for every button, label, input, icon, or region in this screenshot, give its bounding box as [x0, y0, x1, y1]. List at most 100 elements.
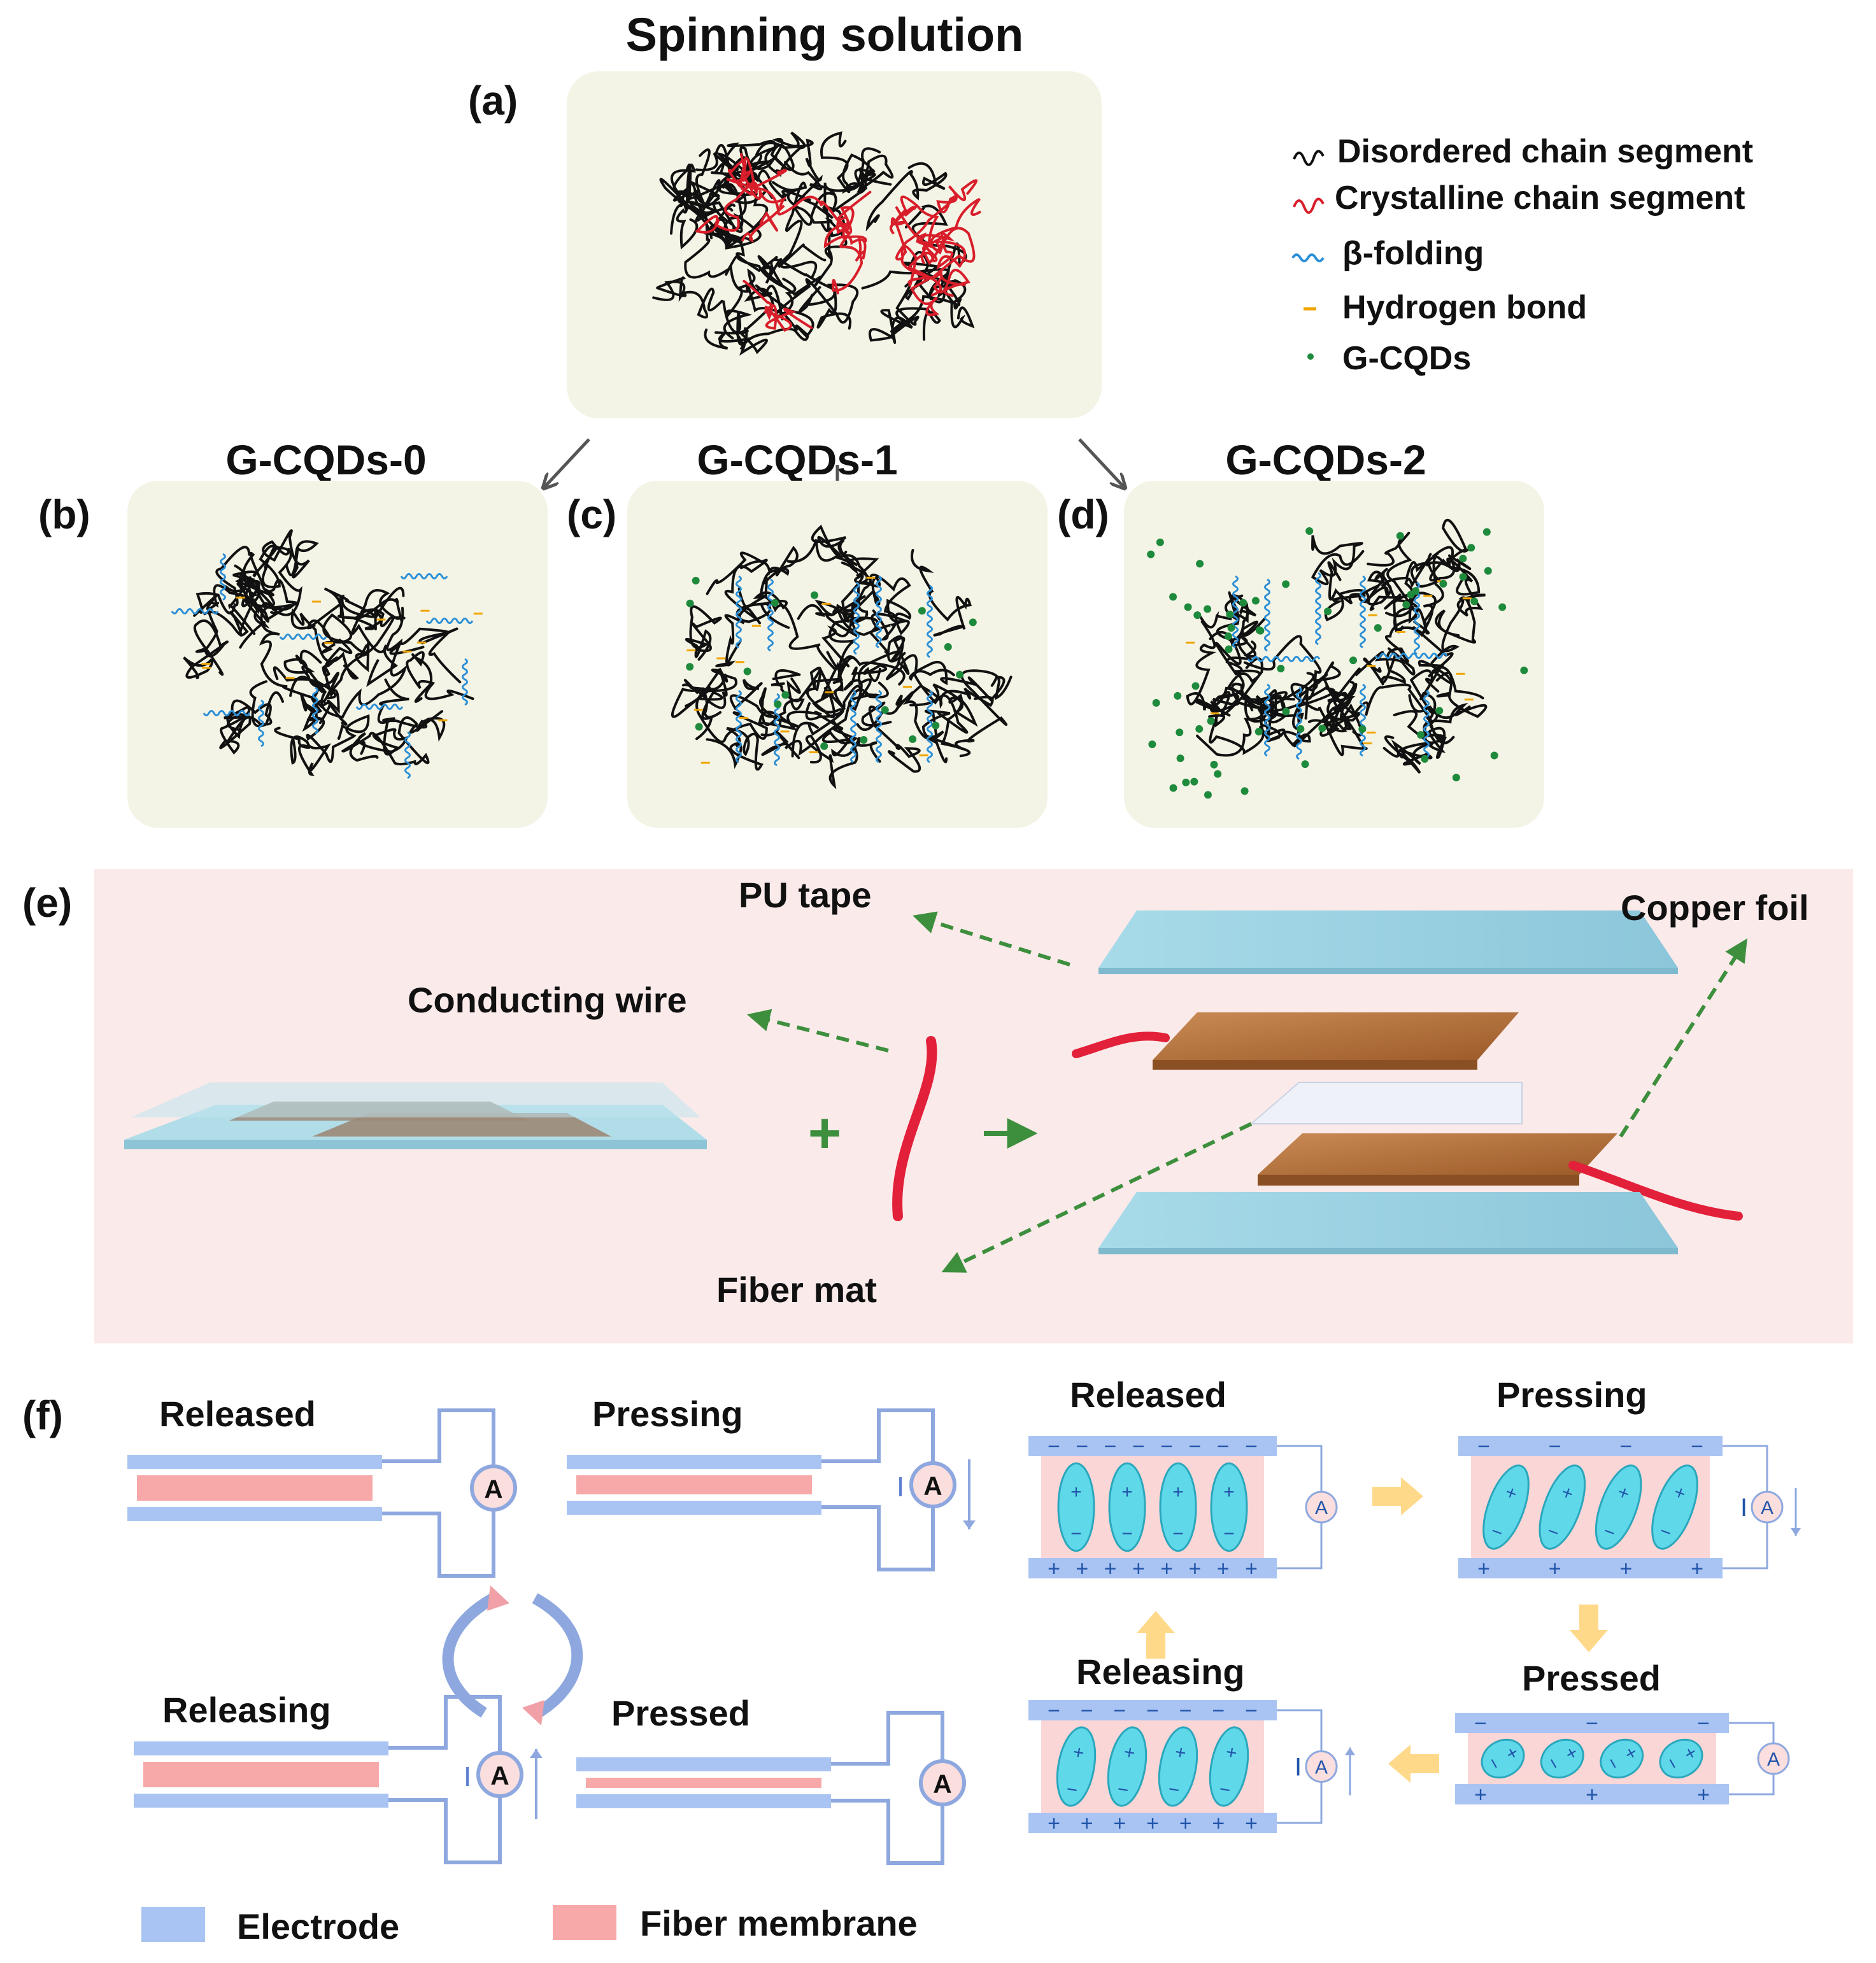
current-mark: I — [1740, 1494, 1747, 1522]
g-cqd-dot — [1195, 725, 1204, 733]
beta-fold — [1360, 683, 1366, 757]
disordered-chain — [1410, 553, 1454, 677]
copper-foil-arrow — [1619, 938, 1747, 1138]
current-mark: I — [897, 1471, 904, 1503]
disordered-chain — [805, 636, 910, 721]
g-cqd-dot — [1324, 607, 1332, 616]
disordered-chain — [203, 578, 261, 637]
beta-fold — [1264, 578, 1270, 652]
bottom-electrode — [576, 1794, 831, 1808]
g-cqd-dot — [1282, 580, 1290, 588]
g-cqd-dot — [1191, 682, 1200, 690]
dipole: +− — [1056, 1726, 1097, 1807]
disordered-chain — [1199, 594, 1257, 642]
cycle-arrow-left — [442, 1593, 497, 1718]
panel-f: (f) Released Pressing Releasing Pressed … — [22, 1375, 1801, 1865]
disordered-chain — [1324, 561, 1370, 621]
dipole: +− — [1210, 1462, 1248, 1552]
minus-charge: − — [1065, 1778, 1079, 1801]
minus-charge: − — [1697, 1711, 1710, 1736]
dipole: +− — [1159, 1462, 1197, 1552]
disordered-chain — [865, 162, 948, 232]
dipole-ellipse — [1659, 1738, 1703, 1779]
plus-sign: + — [808, 1102, 842, 1165]
g-cqd-dot — [1251, 597, 1260, 605]
solution-box — [567, 71, 1102, 418]
g-cqd-dot — [1417, 731, 1425, 739]
disordered-chain — [306, 714, 370, 763]
electrode-swatch — [141, 1907, 205, 1942]
fiber-membrane — [137, 1475, 373, 1501]
disordered-chain — [784, 160, 876, 214]
plus-charge: + — [1691, 1557, 1703, 1581]
wire-arrow — [747, 1009, 889, 1052]
g-cqd-dot — [969, 618, 977, 627]
circuit-wire — [1277, 1445, 1323, 1570]
random-chains-a — [652, 131, 981, 356]
g-cqd-dot — [1184, 603, 1192, 611]
disordered-chain — [861, 701, 921, 773]
panel-b-label: (b) — [38, 492, 90, 537]
g-cqd-dot — [771, 599, 779, 607]
beta-fold — [171, 608, 219, 614]
beta-fold — [1296, 686, 1302, 760]
dipole-ellipse — [1538, 1464, 1586, 1550]
minus-charge: − — [1113, 1699, 1126, 1723]
g-cqd-dot — [944, 642, 952, 651]
g-cqd-dot — [1498, 603, 1507, 611]
top-electrode — [134, 1741, 388, 1755]
g-cqd-dot — [1470, 597, 1479, 606]
circuit-wire — [1723, 1445, 1768, 1570]
g-cqd-dot — [1452, 774, 1460, 782]
electrode-legend-label: Electrode — [237, 1906, 399, 1946]
panel-b-title: G-CQDs-0 — [225, 436, 426, 483]
beta-fold — [462, 658, 468, 706]
beta-fold — [853, 581, 860, 655]
g-cqd-dot — [1240, 787, 1249, 795]
arrow-head — [963, 1520, 976, 1529]
disordered-chain — [183, 620, 229, 679]
minus-charge: − — [1245, 1435, 1258, 1459]
g-cqd-dot — [692, 576, 700, 585]
minus-charge: − — [1048, 1435, 1060, 1459]
bottom-electrode — [134, 1794, 388, 1808]
disordered-chain — [1418, 660, 1484, 744]
dipole: +− — [1595, 1464, 1642, 1550]
dipole: +− — [1209, 1726, 1249, 1807]
plus-charge: + — [1245, 1557, 1258, 1581]
black-chain-icon — [1293, 150, 1325, 166]
disordered-chain — [1367, 532, 1417, 634]
g-cqd-dot — [1196, 560, 1204, 568]
beta-fold — [425, 618, 474, 624]
g-cqd-dot — [1156, 538, 1164, 546]
bottom-legend: Electrode Fiber membrane — [141, 1903, 918, 1946]
fiber-mat — [1249, 1082, 1523, 1124]
yellow-arrow-up — [1137, 1611, 1175, 1659]
dipole-ellipse — [1600, 1738, 1644, 1779]
ammeter-label: A — [1315, 1757, 1328, 1778]
g-cqd-dot — [1226, 610, 1234, 618]
panel-e-label: (e) — [22, 880, 72, 926]
disordered-chain — [1209, 618, 1266, 676]
minus-charge: − — [1619, 1435, 1632, 1459]
g-cqd-dot — [1374, 624, 1382, 632]
disordered-chain — [386, 607, 462, 684]
minus-charge: − — [1146, 1699, 1159, 1723]
dipole: +− — [1538, 1464, 1586, 1550]
disordered-chain — [377, 678, 446, 742]
legend-item-hbond: Hydrogen bond — [1342, 289, 1587, 326]
membrane-swatch — [553, 1905, 616, 1940]
disordered-chain — [771, 667, 843, 703]
disordered-chain — [895, 691, 951, 763]
current-mark: I — [1295, 1754, 1302, 1782]
g-cqd-dot — [1204, 791, 1212, 799]
plus-charge: + — [1179, 1811, 1192, 1836]
disordered-chain — [290, 594, 359, 680]
disordered-chain — [1283, 687, 1356, 747]
g-cqd-dot — [1204, 605, 1212, 613]
arrow-to-d — [1078, 438, 1124, 487]
dipole-ellipse — [1482, 1464, 1530, 1550]
copper-foil-label: Copper foil — [1621, 888, 1809, 928]
beta-fold — [1247, 656, 1321, 662]
